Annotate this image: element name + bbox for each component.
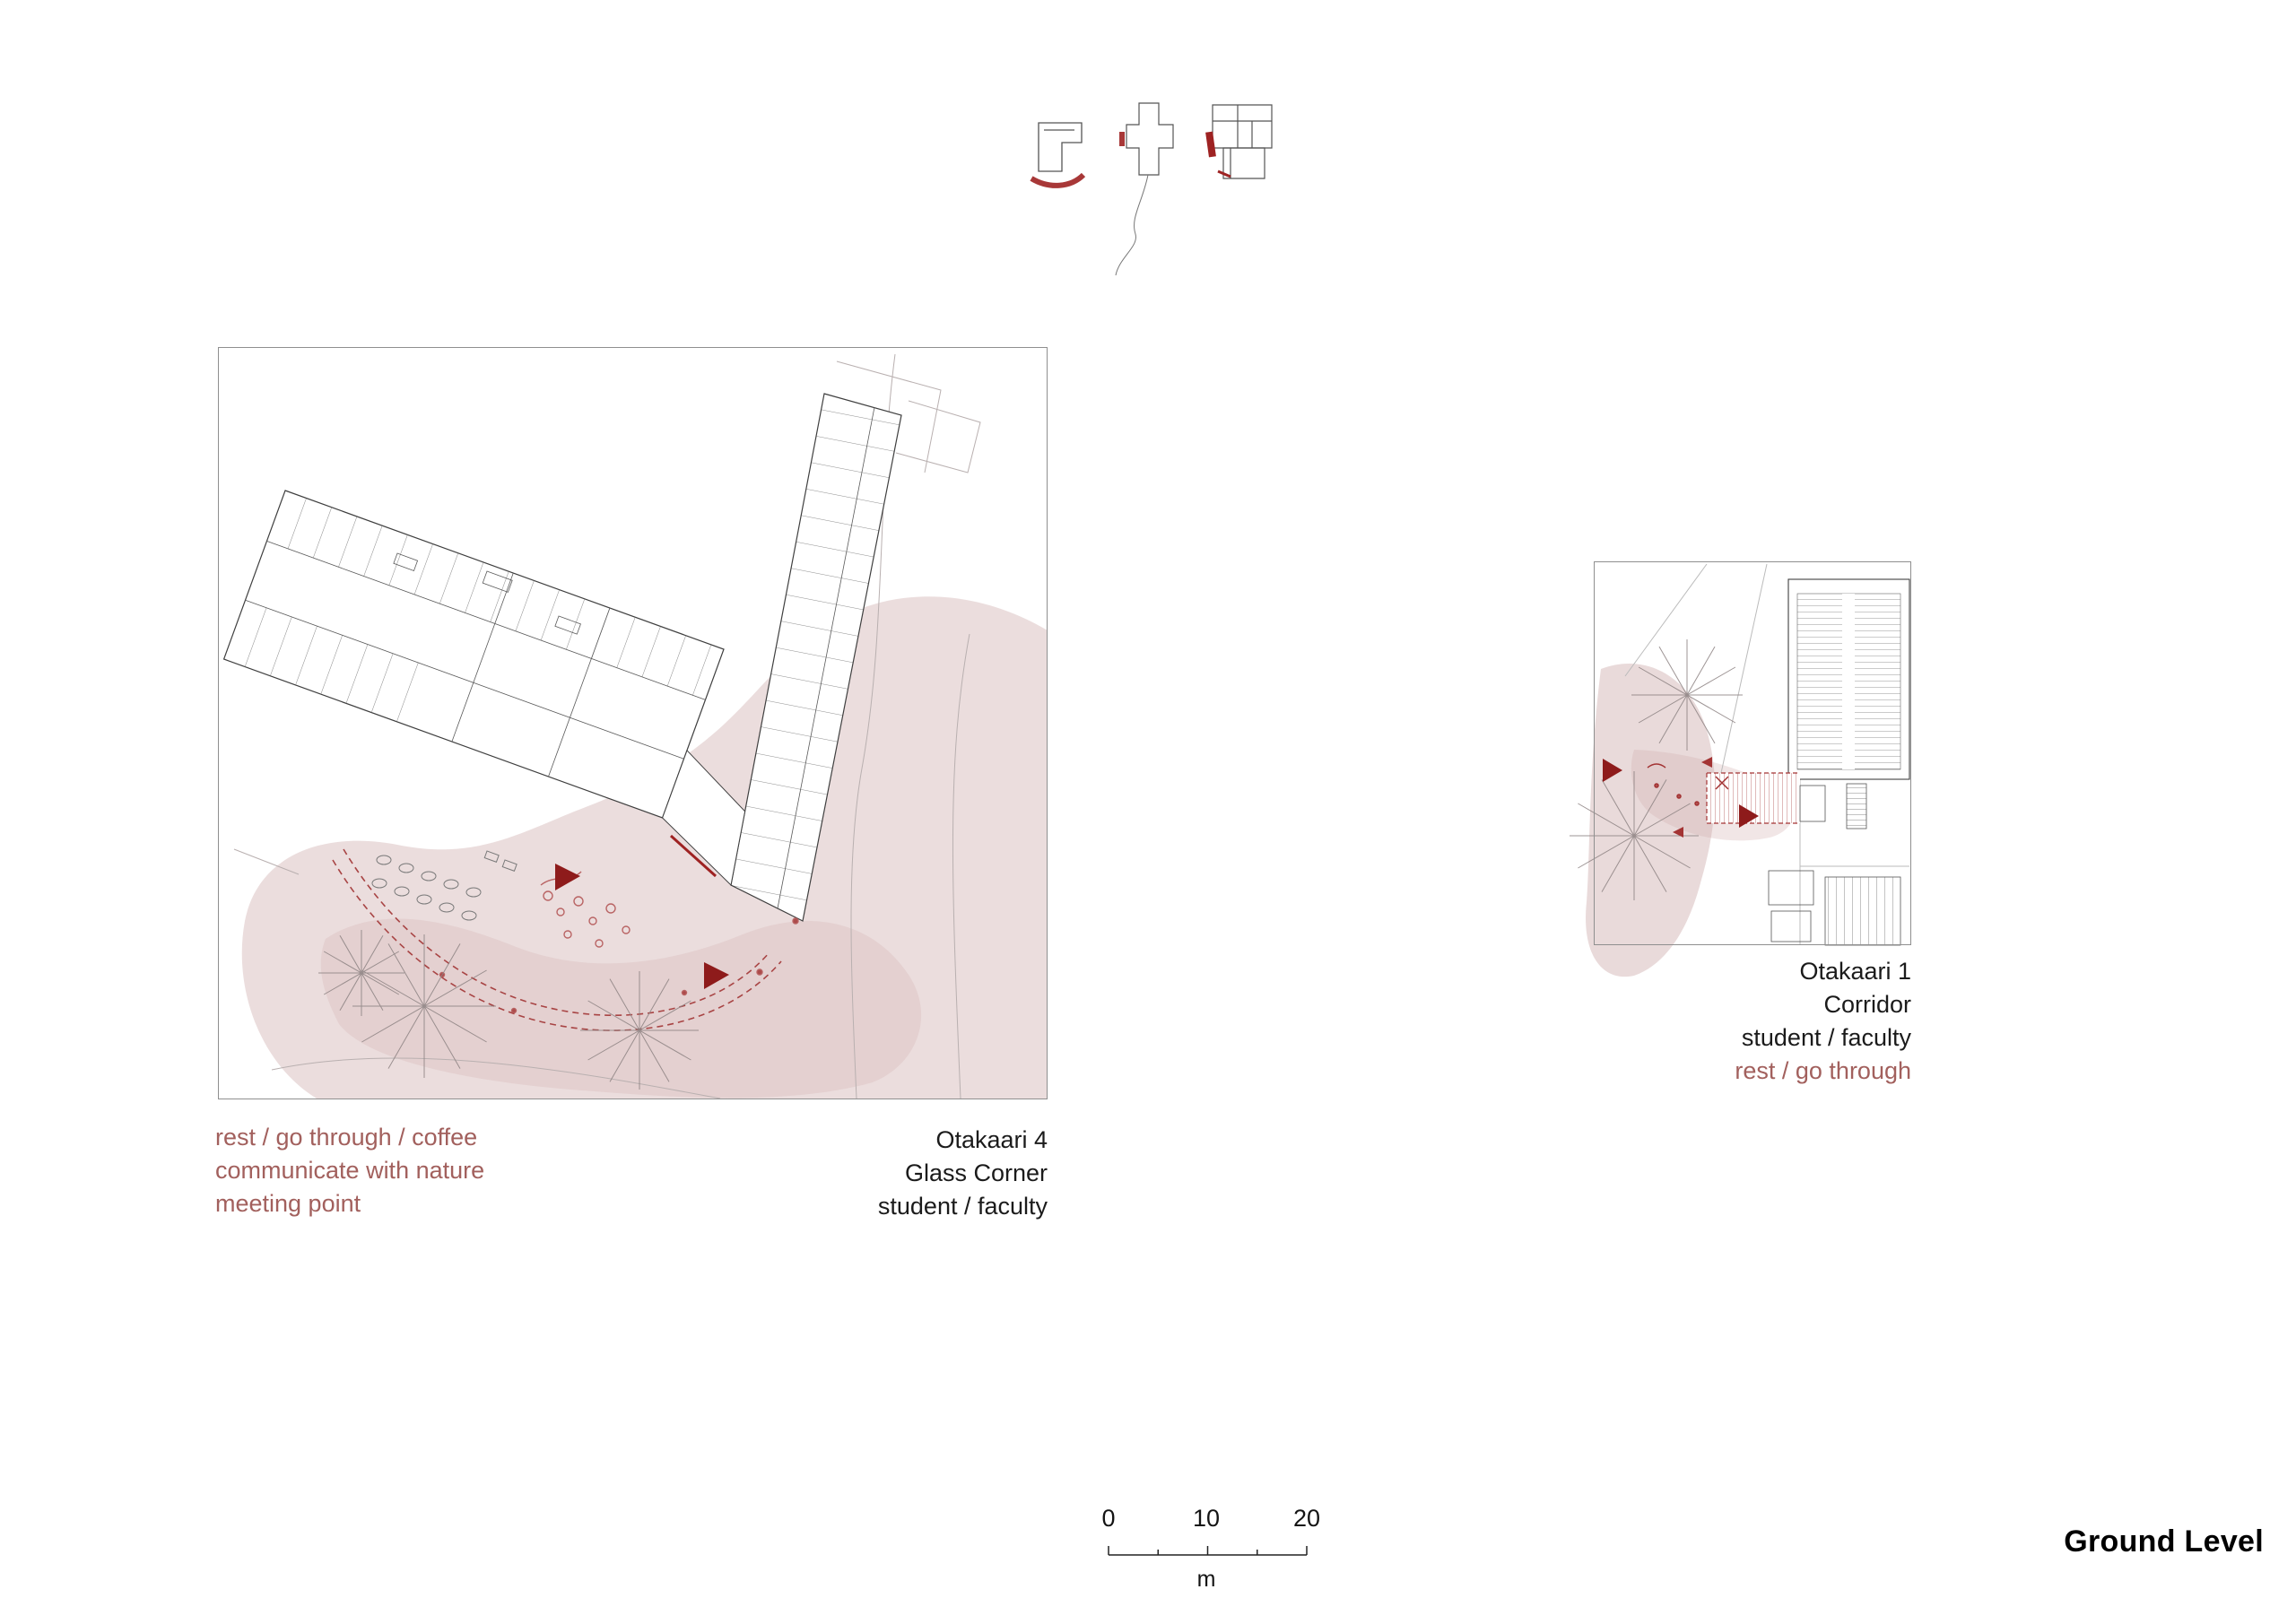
otakaari-4-activity-notes: rest / go through / coffee communicate w… [215,1121,484,1220]
locator-accent-right [1205,131,1216,158]
caption-line: Otakaari 4 [935,1126,1048,1153]
tree-icon [1570,639,1743,900]
direction-arrow-icon [1603,757,1759,838]
caption-line: Otakaari 1 [1799,958,1911,985]
sheet-title: Ground Level [2064,1524,2264,1559]
note-line: meeting point [215,1190,361,1217]
direction-arrow-icon [555,864,729,989]
scale-label-0: 0 [1101,1505,1116,1532]
stairs-and-rooms [1768,783,1901,946]
locator-accent-left [1030,172,1086,188]
scale-label-20: 20 [1292,1505,1321,1532]
note-line: rest / go through [1735,1057,1911,1084]
otakaari-4-floor-plan [222,353,1048,1099]
scale-bar [1108,1546,1308,1556]
locator-accent-middle [1119,132,1125,146]
locator-building-right [1212,104,1273,179]
corridor-annotations [1647,763,1729,806]
otakaari-1-caption: Otakaari 1 Corridor student / faculty re… [1552,955,1911,1088]
caption-line: Glass Corner [904,1159,1048,1186]
building-thin-wing [730,393,902,922]
auditorium [1787,578,1910,780]
locator-building-middle [1115,102,1174,276]
note-line: rest / go through / coffee [215,1124,478,1151]
tree-icon [318,930,699,1090]
caption-line: student / faculty [877,1193,1048,1220]
scale-label-10: 10 [1192,1505,1221,1532]
promenade-dashed-path [332,848,782,1031]
terrace-furniture [371,850,517,921]
otakaari-1-floor-plan [1570,563,1910,977]
scale-unit: m [1196,1567,1216,1592]
locator-building-left [1038,122,1083,172]
site-locator-map [1030,102,1273,276]
caption-line: Corridor [1823,991,1911,1018]
glass-corner-junction [662,749,746,887]
otakaari-4-caption: Otakaari 4 Glass Corner student / facult… [689,1124,1048,1223]
caption-line: student / faculty [1741,1024,1911,1051]
building-wide-wing [222,490,725,819]
note-line: communicate with nature [215,1157,485,1184]
locator-accent-right-2 [1217,169,1231,178]
